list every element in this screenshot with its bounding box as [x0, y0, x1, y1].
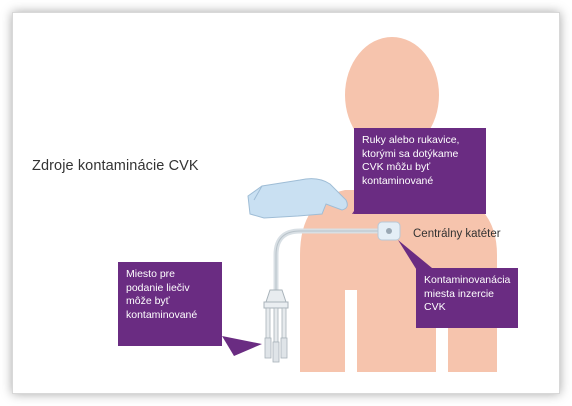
gloved-hand	[247, 178, 348, 219]
port-callout-pointer	[222, 336, 262, 356]
insertion-point	[386, 228, 392, 234]
hands-contamination-callout: Ruky alebo rukavice, ktorými sa dotýkame…	[354, 128, 486, 214]
injection-port-callout: Miesto pre podanie liečiv môže byť konta…	[118, 262, 222, 346]
insertion-site-callout: Kontaminovanácia miesta inzercie CVK	[416, 268, 518, 328]
diagram-title: Zdroje kontaminácie CVK	[32, 158, 199, 174]
catheter-hub	[263, 289, 289, 363]
central-catheter-label: Centrálny katéter	[413, 228, 501, 240]
insertion-callout-pointer	[398, 240, 432, 272]
left-arm-gap	[345, 290, 357, 372]
central-catheter	[273, 228, 385, 293]
